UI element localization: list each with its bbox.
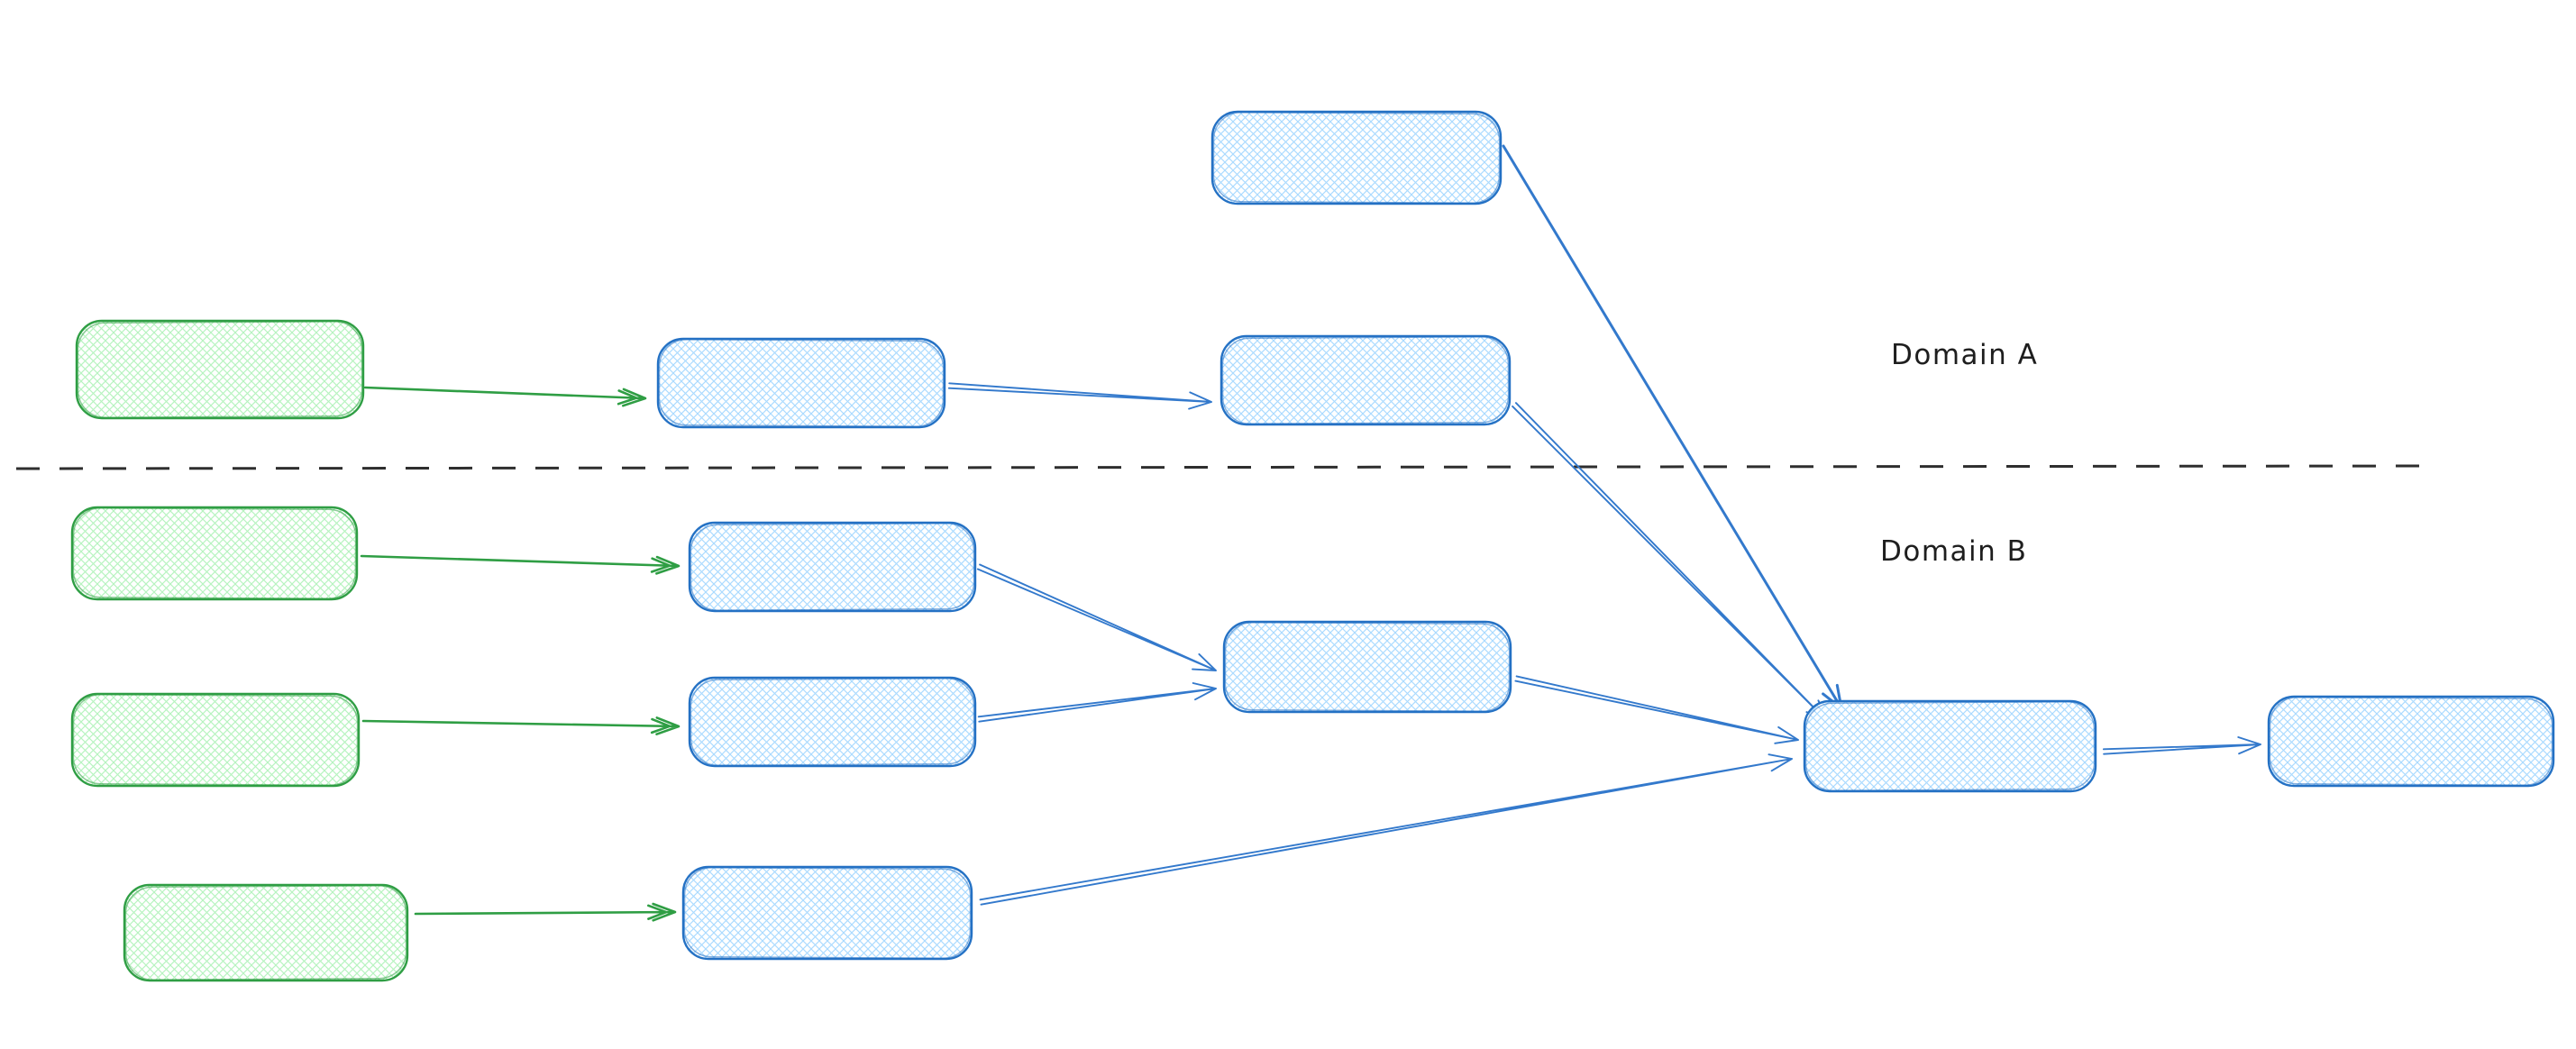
node-sketch-stroke-input-b3: [124, 884, 407, 981]
node-stage-a2[interactable]: [1219, 334, 1512, 426]
arrow-aggregator-to-output[interactable]: [2102, 736, 2261, 755]
node-rect-stage-b1[interactable]: [688, 521, 977, 613]
node-rect-merge-b[interactable]: [1222, 620, 1512, 714]
node-sketch-stroke-stage-a1: [658, 338, 945, 428]
arrow-input-a-to-stage-a1[interactable]: [363, 386, 647, 407]
arrow-input-b1-to-stage-b1[interactable]: [360, 554, 681, 575]
node-sketch-stroke-stage-a2: [1221, 335, 1510, 425]
node-sketch-stroke-input-a: [77, 320, 363, 419]
node-merge-b[interactable]: [1222, 620, 1512, 714]
node-sketch-stroke-source-top: [1212, 111, 1501, 205]
node-stage-a1[interactable]: [656, 337, 946, 429]
node-sketch-stroke-input-b2: [72, 693, 359, 787]
node-input-b3[interactable]: [123, 883, 409, 982]
node-sketch-stroke-stage-b2: [690, 677, 975, 767]
arrow-input-b3-to-stage-b3[interactable]: [414, 902, 677, 922]
domain-divider-dashed-line[interactable]: [15, 464, 2427, 470]
node-rect-input-b3[interactable]: [123, 883, 409, 982]
arrow-input-b2-to-stage-b2[interactable]: [361, 716, 681, 735]
arrow-stage-b3-to-aggregator[interactable]: [979, 753, 1793, 906]
node-sketch-stroke-input-b1: [72, 506, 357, 600]
node-rect-input-b2[interactable]: [70, 692, 361, 788]
node-aggregator[interactable]: [1803, 699, 2097, 793]
node-rect-input-b1[interactable]: [70, 506, 359, 601]
arrow-stage-b2-to-merge-b[interactable]: [977, 682, 1217, 723]
label-domain-b[interactable]: Domain B: [1880, 535, 2027, 568]
node-rect-stage-a1[interactable]: [656, 337, 946, 429]
arrow-stage-a2-to-aggregator[interactable]: [1512, 402, 1829, 723]
node-rect-stage-b2[interactable]: [688, 676, 977, 768]
node-rect-stage-b3[interactable]: [681, 865, 973, 961]
node-rect-source-top[interactable]: [1210, 110, 1503, 205]
node-output[interactable]: [2267, 695, 2555, 788]
arrow-stage-b1-to-merge-b[interactable]: [976, 563, 1217, 671]
node-sketch-stroke-merge-b: [1224, 621, 1511, 713]
node-input-a[interactable]: [75, 319, 365, 420]
arrow-stage-a1-to-stage-a2[interactable]: [947, 382, 1212, 410]
arrow-merge-b-to-aggregator[interactable]: [1514, 675, 1799, 744]
node-stage-b1[interactable]: [688, 521, 977, 613]
node-stage-b3[interactable]: [681, 865, 973, 961]
node-source-top[interactable]: [1210, 110, 1503, 205]
node-input-b2[interactable]: [70, 692, 361, 788]
node-rect-stage-a2[interactable]: [1219, 334, 1512, 426]
node-sketch-stroke-stage-b3: [683, 866, 972, 960]
node-input-b1[interactable]: [70, 506, 359, 601]
node-rect-output[interactable]: [2267, 695, 2555, 788]
arrow-source-top-to-aggregator[interactable]: [1502, 144, 1843, 710]
node-rect-input-a[interactable]: [75, 319, 365, 420]
node-sketch-stroke-output: [2269, 696, 2553, 787]
label-domain-a[interactable]: Domain A: [1891, 339, 2038, 371]
node-rect-aggregator[interactable]: [1803, 699, 2097, 793]
node-sketch-stroke-aggregator: [1804, 700, 2096, 792]
node-stage-b2[interactable]: [688, 676, 977, 768]
node-sketch-stroke-stage-b1: [690, 522, 975, 612]
